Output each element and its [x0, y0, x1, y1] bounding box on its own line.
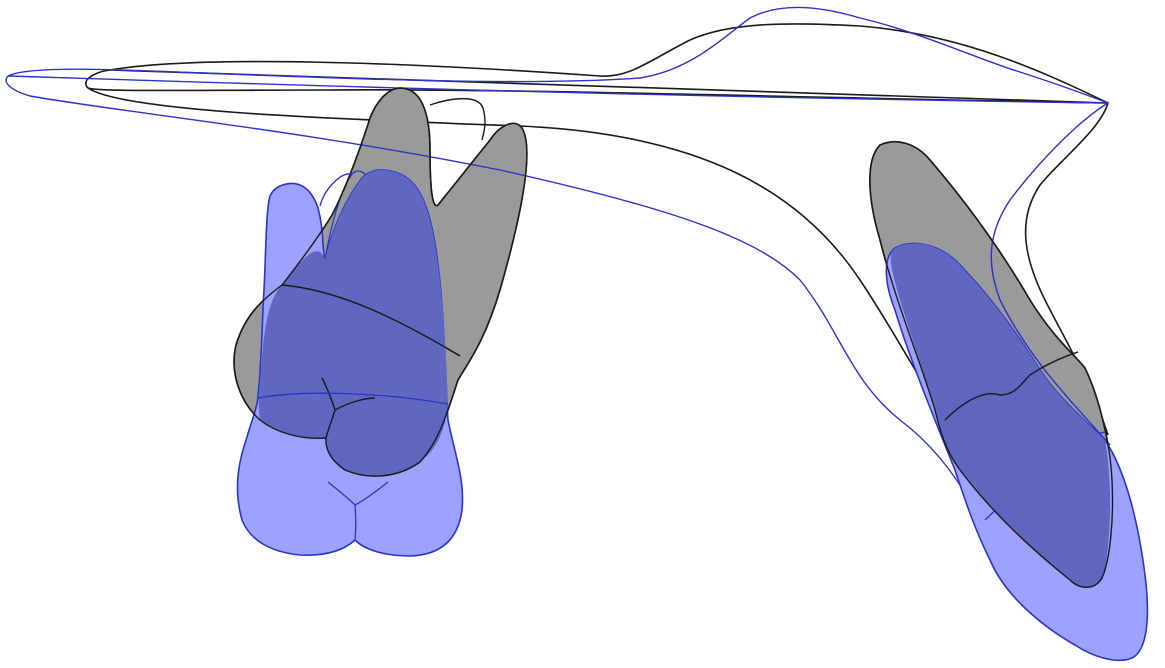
before-palatal-outline [85, 23, 1109, 441]
overlap-layer [258, 169, 1111, 588]
after-palatal-outline [5, 6, 1111, 521]
after-molar-outline [257, 173, 449, 405]
overlap-incisor [890, 243, 1111, 588]
overlap-molar [258, 169, 448, 477]
before-molar-outline [233, 87, 528, 477]
outline-overlay [233, 87, 1114, 588]
before-incisor-outline [869, 141, 1114, 588]
